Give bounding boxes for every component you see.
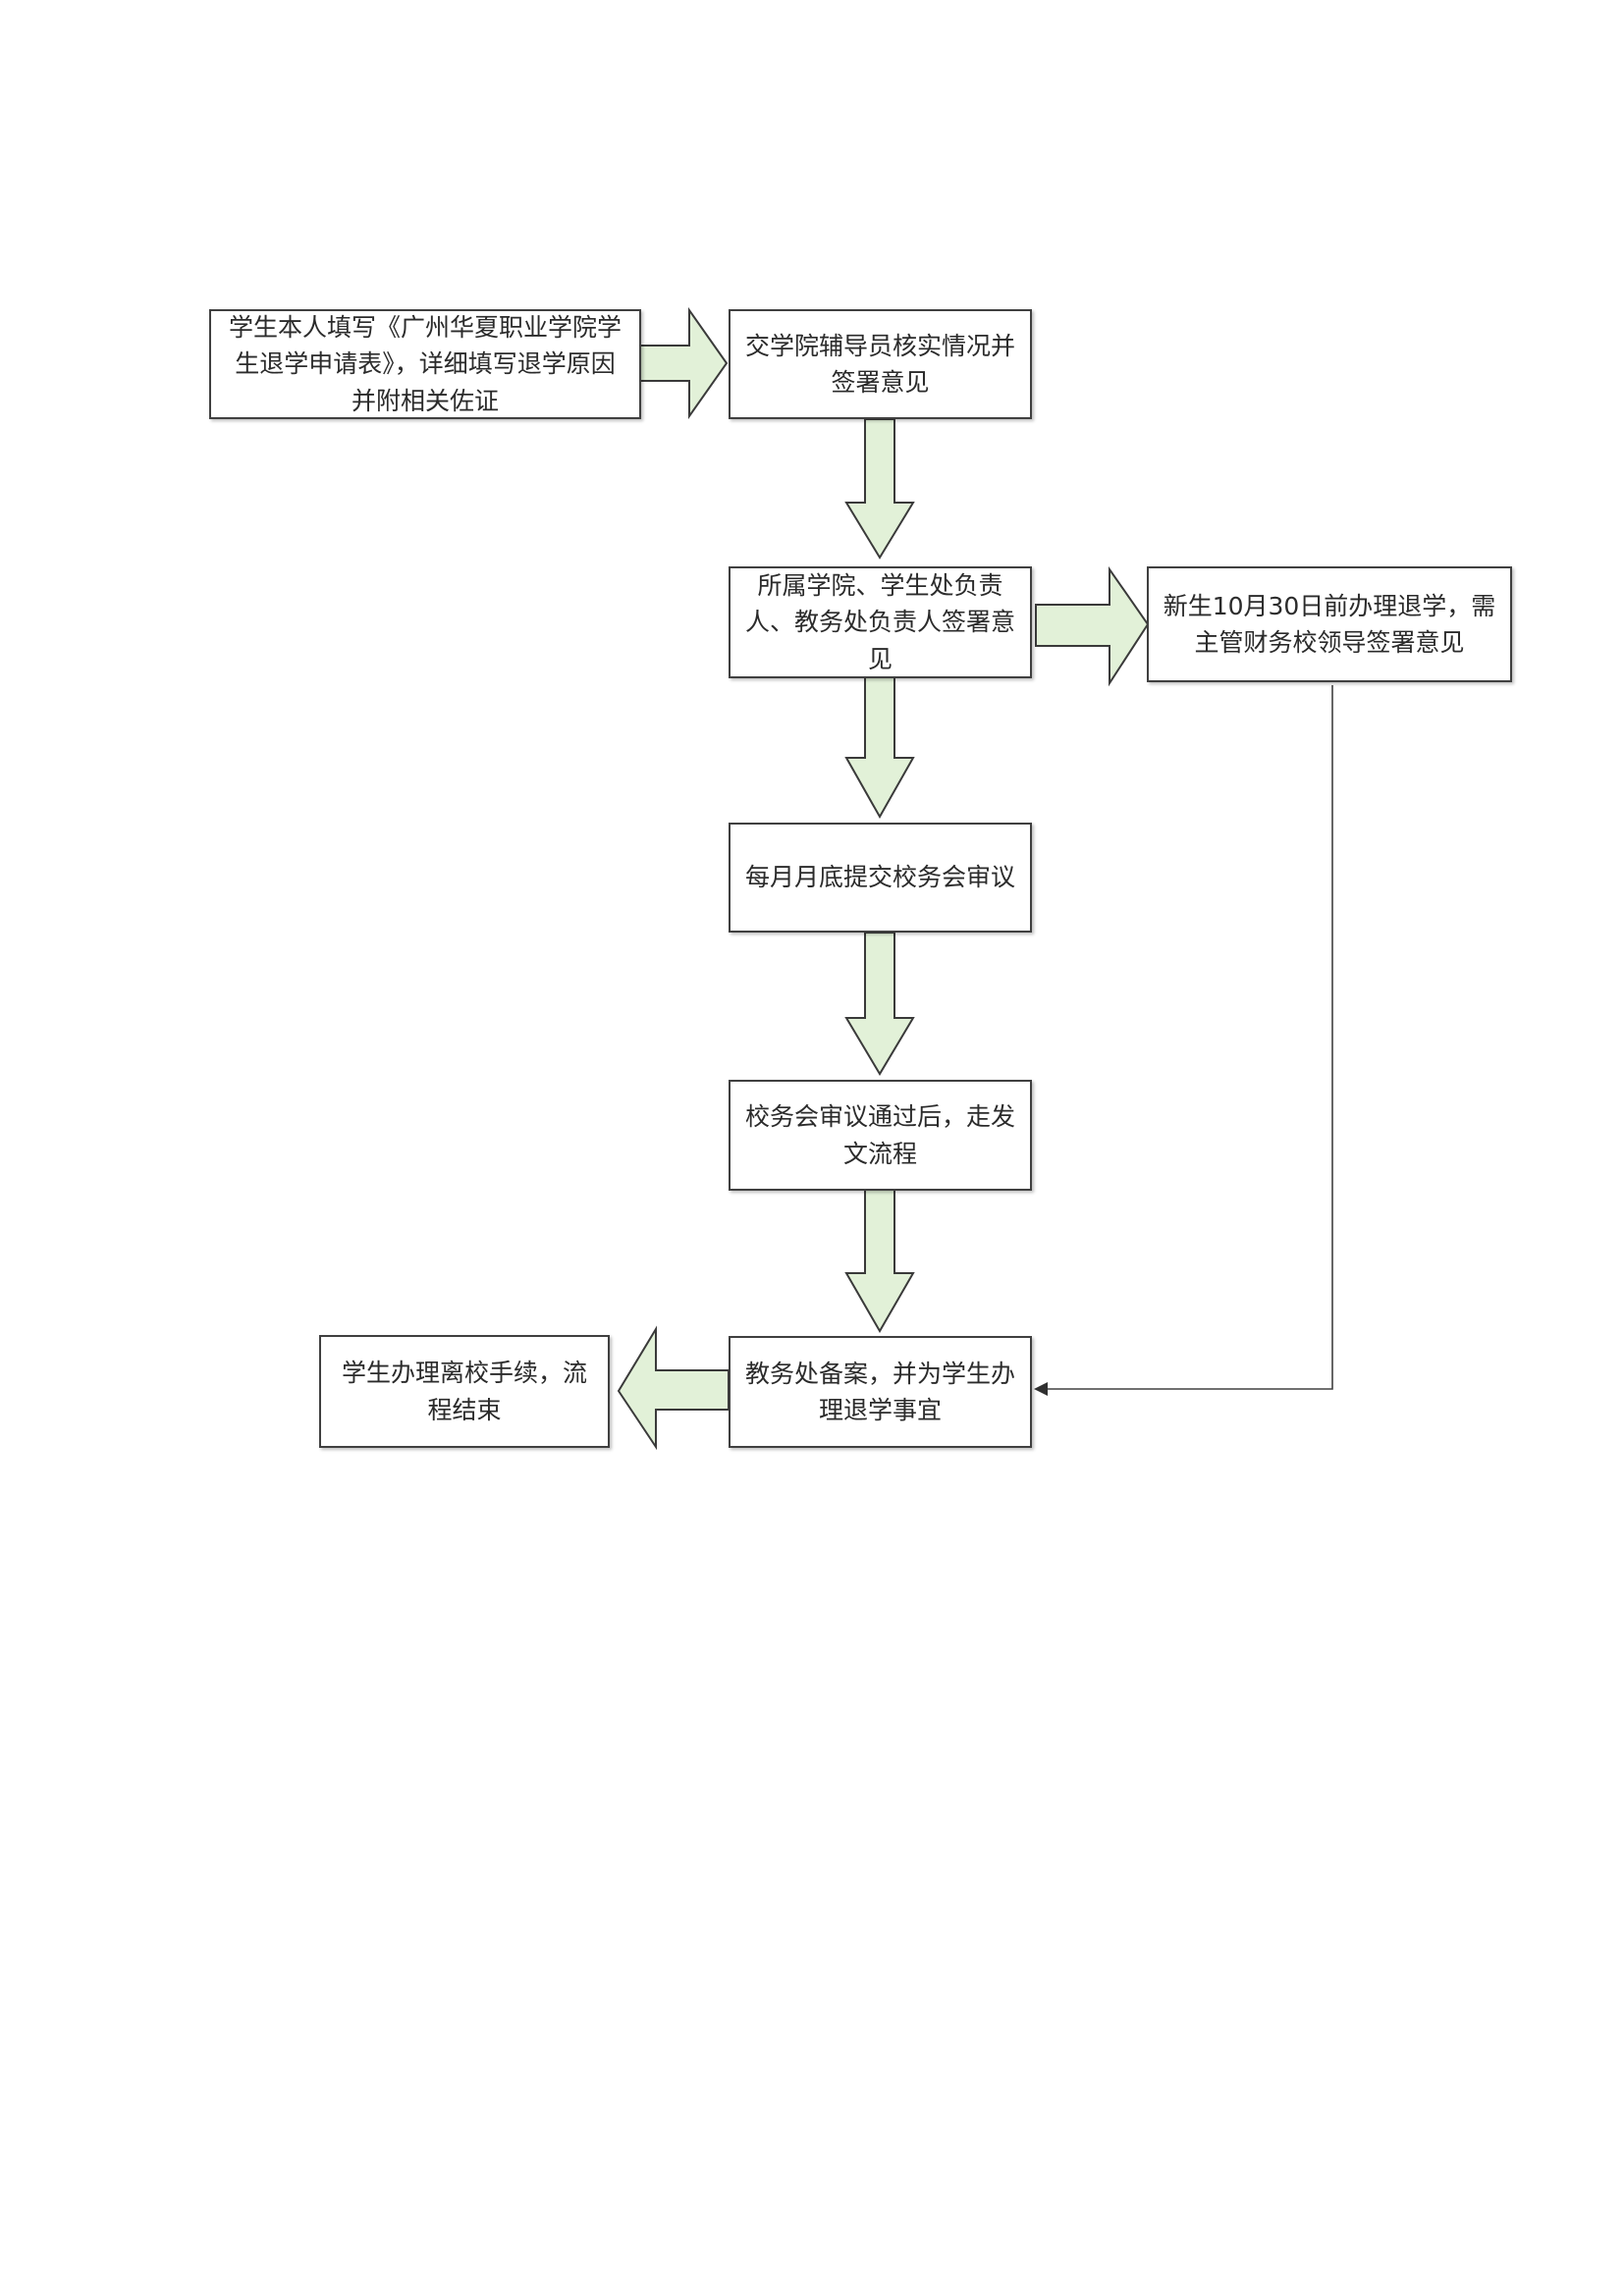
step-fill-application: 学生本人填写《广州华夏职业学院学生退学申请表》，详细填写退学原因并附相关佐证 <box>209 309 641 419</box>
arrow-n3-to-n4 <box>1035 565 1150 687</box>
arrow-n6-to-n7 <box>844 1189 915 1334</box>
arrow-n1-to-n2 <box>639 306 729 420</box>
connector-arrowhead <box>1034 1382 1048 1396</box>
step-department-sign: 所属学院、学生处负责人、教务处负责人签署意见 <box>729 566 1032 678</box>
step-academic-affairs-record: 教务处备案，并为学生办理退学事宜 <box>729 1336 1032 1448</box>
connector-n4-to-n7 <box>1045 685 1333 1390</box>
arrow-n5-to-n6 <box>844 932 915 1076</box>
arrow-n7-to-n8 <box>617 1325 730 1451</box>
step-monthly-council-review: 每月月底提交校务会审议 <box>729 823 1032 933</box>
arrow-n3-to-n5 <box>844 676 915 820</box>
step-new-student-finance-sign: 新生10月30日前办理退学，需主管财务校领导签署意见 <box>1147 566 1512 682</box>
step-leave-school-end: 学生办理离校手续，流程结束 <box>319 1335 610 1448</box>
step-issue-document: 校务会审议通过后，走发文流程 <box>729 1080 1032 1191</box>
arrow-n2-to-n3 <box>844 418 915 560</box>
step-counselor-verify: 交学院辅导员核实情况并签署意见 <box>729 309 1032 419</box>
